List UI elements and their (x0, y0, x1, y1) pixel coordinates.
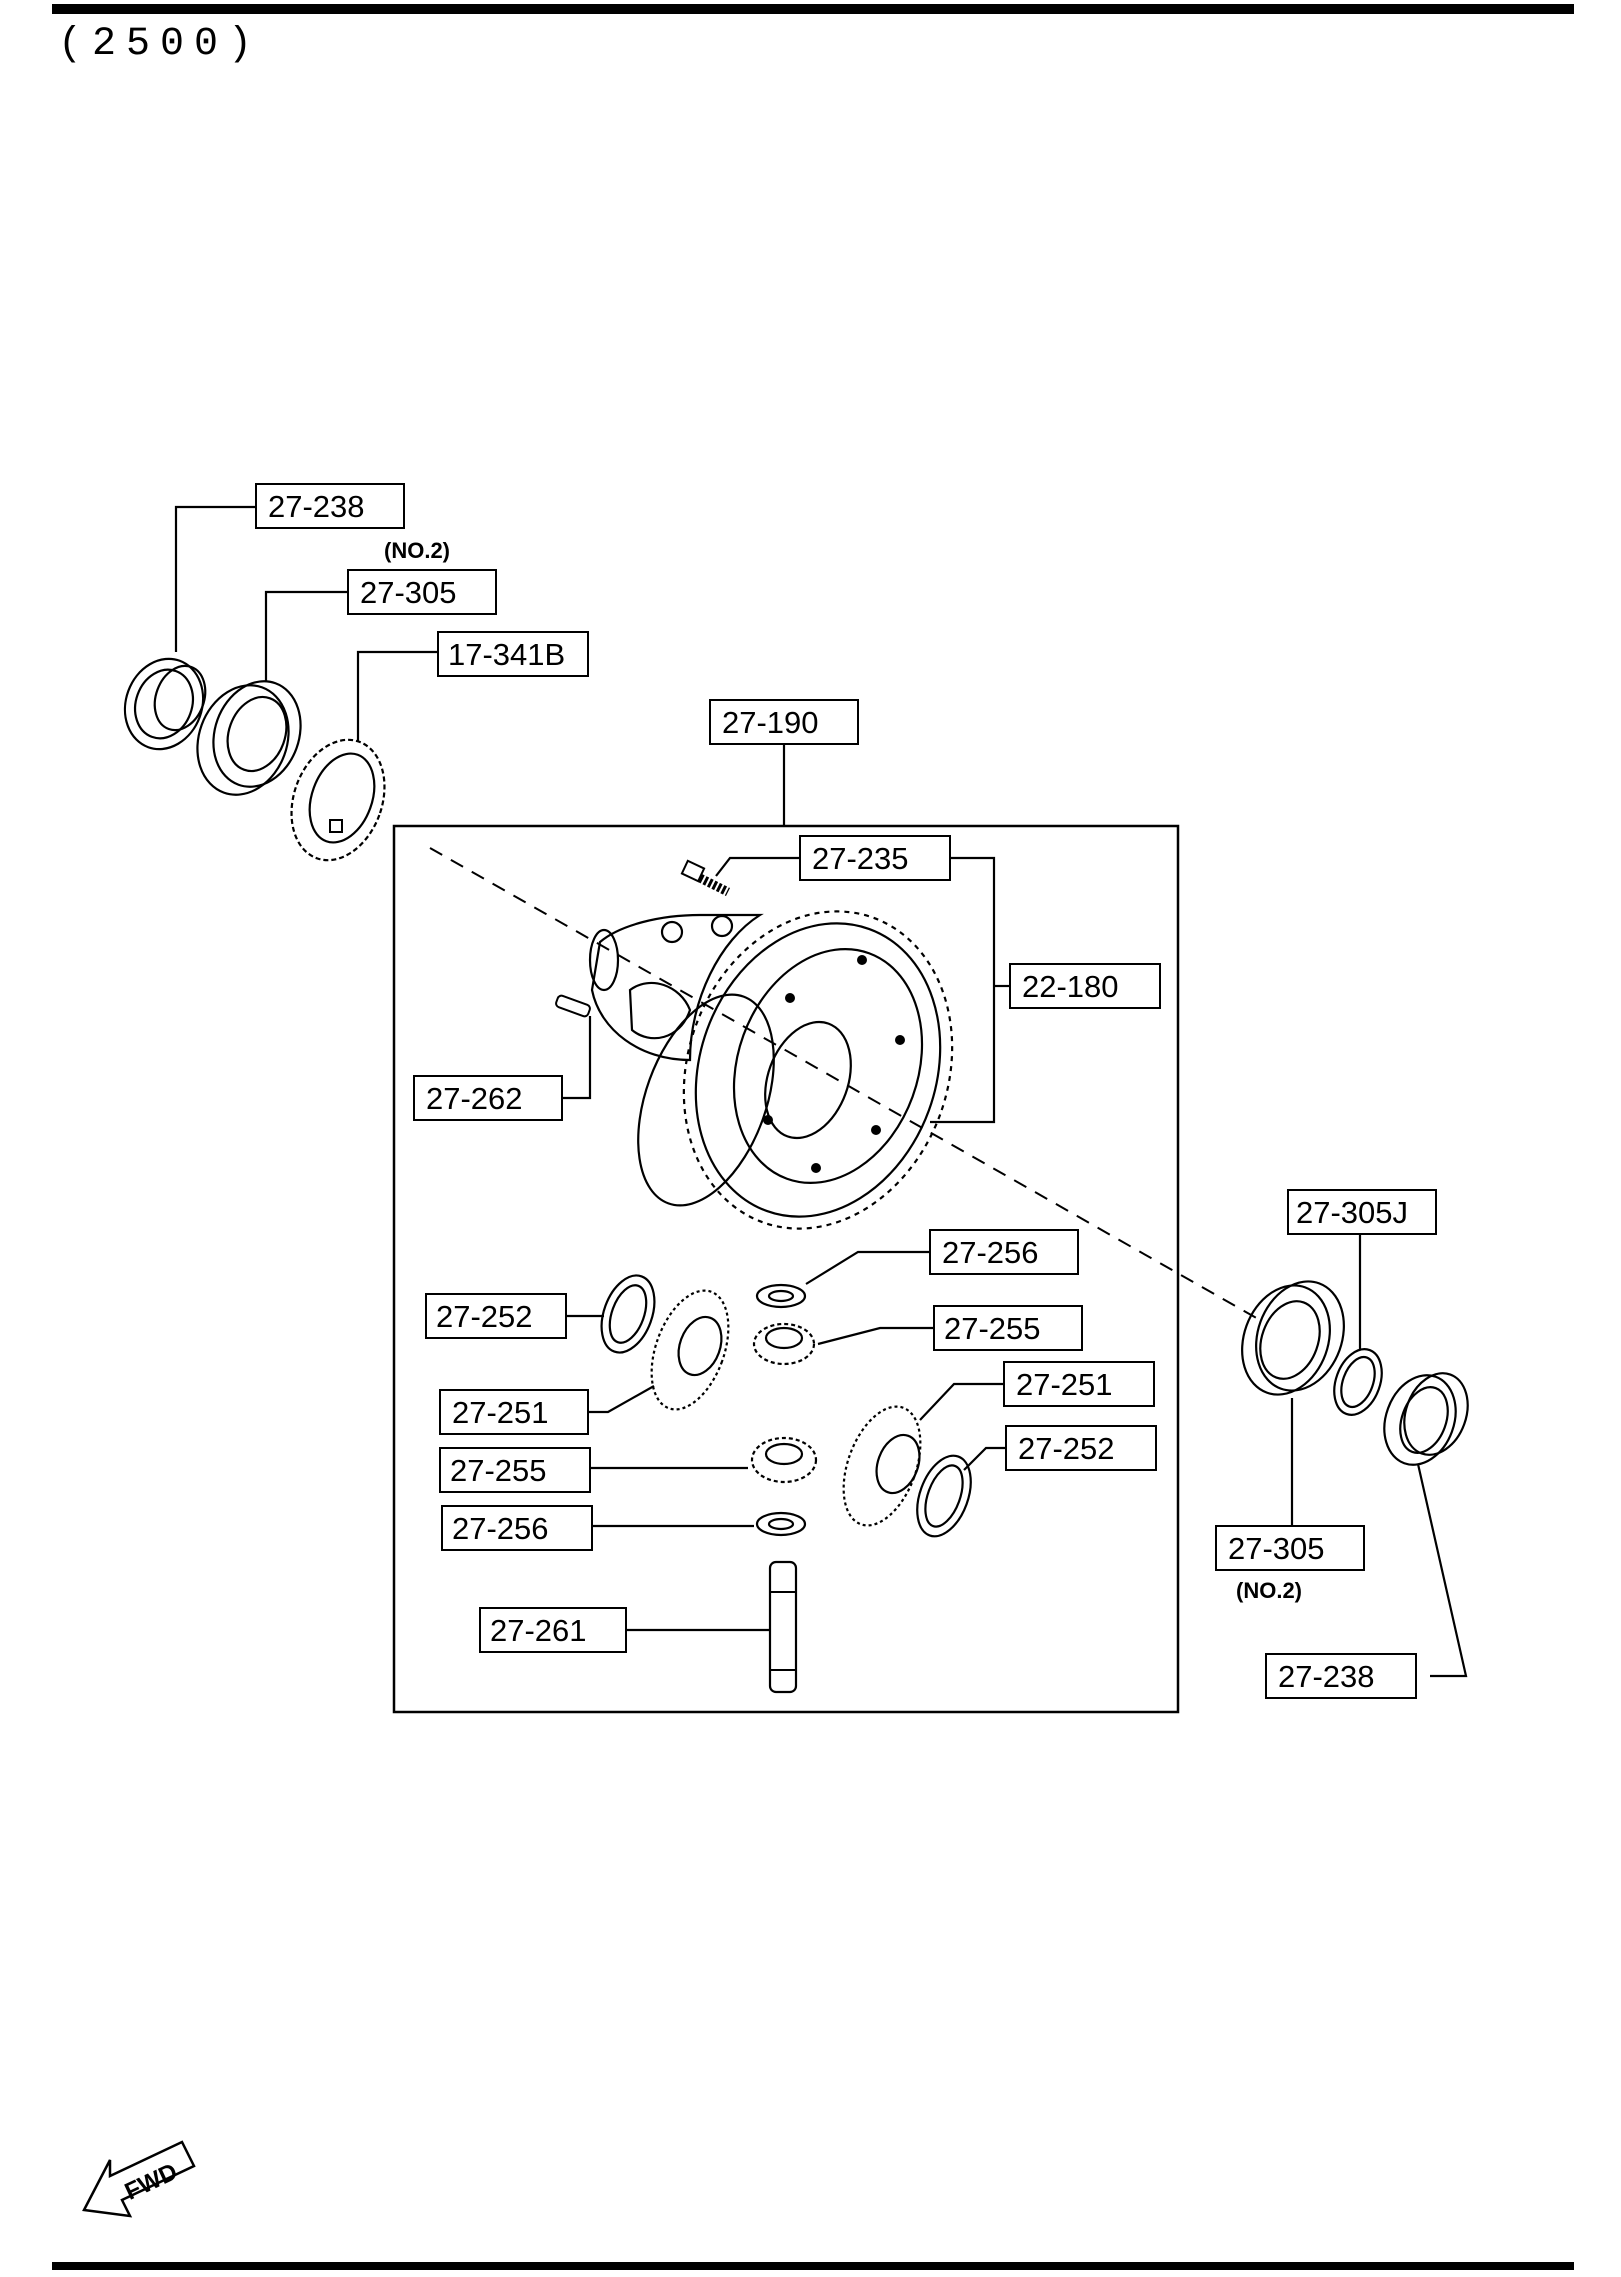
callout-27-251-right: 27-251 (1003, 1361, 1155, 1407)
side-gear-27-251-right (842, 1405, 922, 1527)
callout-27-251-left: 27-251 (439, 1389, 589, 1435)
svg-text:27-235: 27-235 (812, 841, 909, 876)
leader-27-251-right (919, 1382, 1004, 1421)
thrust-washer-27-252-right (916, 1454, 972, 1538)
shim-27-305J (1333, 1348, 1383, 1416)
callout-27-238-top: 27-238 (255, 483, 405, 529)
leader-27-262 (562, 1016, 592, 1100)
svg-text:27-251: 27-251 (1016, 1367, 1113, 1402)
page-title: (2500) (58, 22, 263, 67)
bottom-border-rule (52, 2262, 1574, 2270)
svg-text:27-256: 27-256 (452, 1511, 549, 1546)
pinion-washer-27-256-top (755, 1283, 807, 1309)
svg-text:27-190: 27-190 (722, 705, 819, 740)
leader-27-252-right (963, 1446, 1006, 1471)
callout-27-305-bottom: 27-305 (1215, 1525, 1365, 1571)
bearing-27-305-right (1241, 1280, 1345, 1396)
leader-27-238-bottom (1416, 1463, 1468, 1678)
outer-race-27-238-top (123, 657, 207, 751)
svg-text:27-238: 27-238 (1278, 1659, 1375, 1694)
svg-text:27-261: 27-261 (490, 1613, 587, 1648)
svg-text:27-262: 27-262 (426, 1081, 523, 1116)
svg-text:17-341B: 17-341B (448, 637, 565, 672)
differential-assembly-frame (392, 824, 1180, 1714)
callout-27-255-right: 27-255 (933, 1305, 1083, 1351)
leader-17-341B (356, 650, 438, 742)
leader-27-235 (715, 856, 800, 877)
callout-17-341B: 17-341B (437, 631, 589, 677)
svg-text:27-255: 27-255 (450, 1453, 547, 1488)
lock-pin-27-262 (555, 994, 591, 1018)
callout-22-180: 22-180 (1009, 963, 1161, 1009)
outer-race-27-238-bottom (1383, 1372, 1469, 1466)
callout-27-256-right: 27-256 (929, 1229, 1079, 1275)
callout-27-256-left: 27-256 (441, 1505, 593, 1551)
svg-text:27-251: 27-251 (452, 1395, 549, 1430)
leader-27-238-top (174, 505, 256, 652)
callout-note-no2-top: (NO.2) (384, 538, 450, 563)
callout-note-no2-bottom: (NO.2) (1236, 1578, 1302, 1603)
svg-text:27-252: 27-252 (436, 1299, 533, 1334)
leader-27-256-right (805, 1250, 930, 1285)
pinion-gear-27-255-bottom (750, 1436, 818, 1484)
ring-gear-22-180 (637, 910, 954, 1230)
pinion-gear-27-255-top (752, 1322, 816, 1366)
callout-27-235: 27-235 (799, 835, 951, 881)
callout-27-262: 27-262 (413, 1075, 563, 1121)
speedometer-gear-17-341B (290, 738, 386, 862)
callout-27-305-top: 27-305 (347, 569, 497, 615)
svg-text:27-238: 27-238 (268, 489, 365, 524)
leader-27-305-top (264, 590, 348, 682)
thrust-washer-27-252-left (600, 1274, 656, 1354)
differential-case (588, 913, 764, 1062)
svg-text:27-305: 27-305 (1228, 1531, 1325, 1566)
callout-27-238-bottom: 27-238 (1265, 1653, 1417, 1699)
leader-27-251-left (588, 1385, 655, 1414)
svg-text:22-180: 22-180 (1022, 969, 1119, 1004)
fwd-arrow-icon: FWD (82, 2140, 196, 2218)
leader-27-255-right (817, 1326, 934, 1346)
bearing-27-305-top (196, 680, 302, 796)
svg-text:27-255: 27-255 (944, 1311, 1041, 1346)
axis-center-line (429, 847, 1261, 1321)
callout-27-190: 27-190 (709, 699, 859, 745)
pinion-shaft-27-261 (768, 1560, 798, 1694)
callout-27-252-right: 27-252 (1005, 1425, 1157, 1471)
ring-gear-bolt-27-235 (680, 859, 731, 897)
callout-27-252-left: 27-252 (425, 1293, 567, 1339)
top-border-rule (52, 4, 1574, 14)
pinion-washer-27-256-bottom (755, 1511, 807, 1537)
svg-text:27-252: 27-252 (1018, 1431, 1115, 1466)
callout-27-305J: 27-305J (1287, 1189, 1437, 1235)
callout-27-255-left: 27-255 (439, 1447, 591, 1493)
svg-text:27-256: 27-256 (942, 1235, 1039, 1270)
leader-22-180-bracket (930, 856, 996, 1124)
callout-27-261: 27-261 (479, 1607, 627, 1653)
side-gear-27-251-left (650, 1289, 730, 1411)
svg-text:27-305: 27-305 (360, 575, 457, 610)
svg-text:27-305J: 27-305J (1296, 1195, 1408, 1230)
